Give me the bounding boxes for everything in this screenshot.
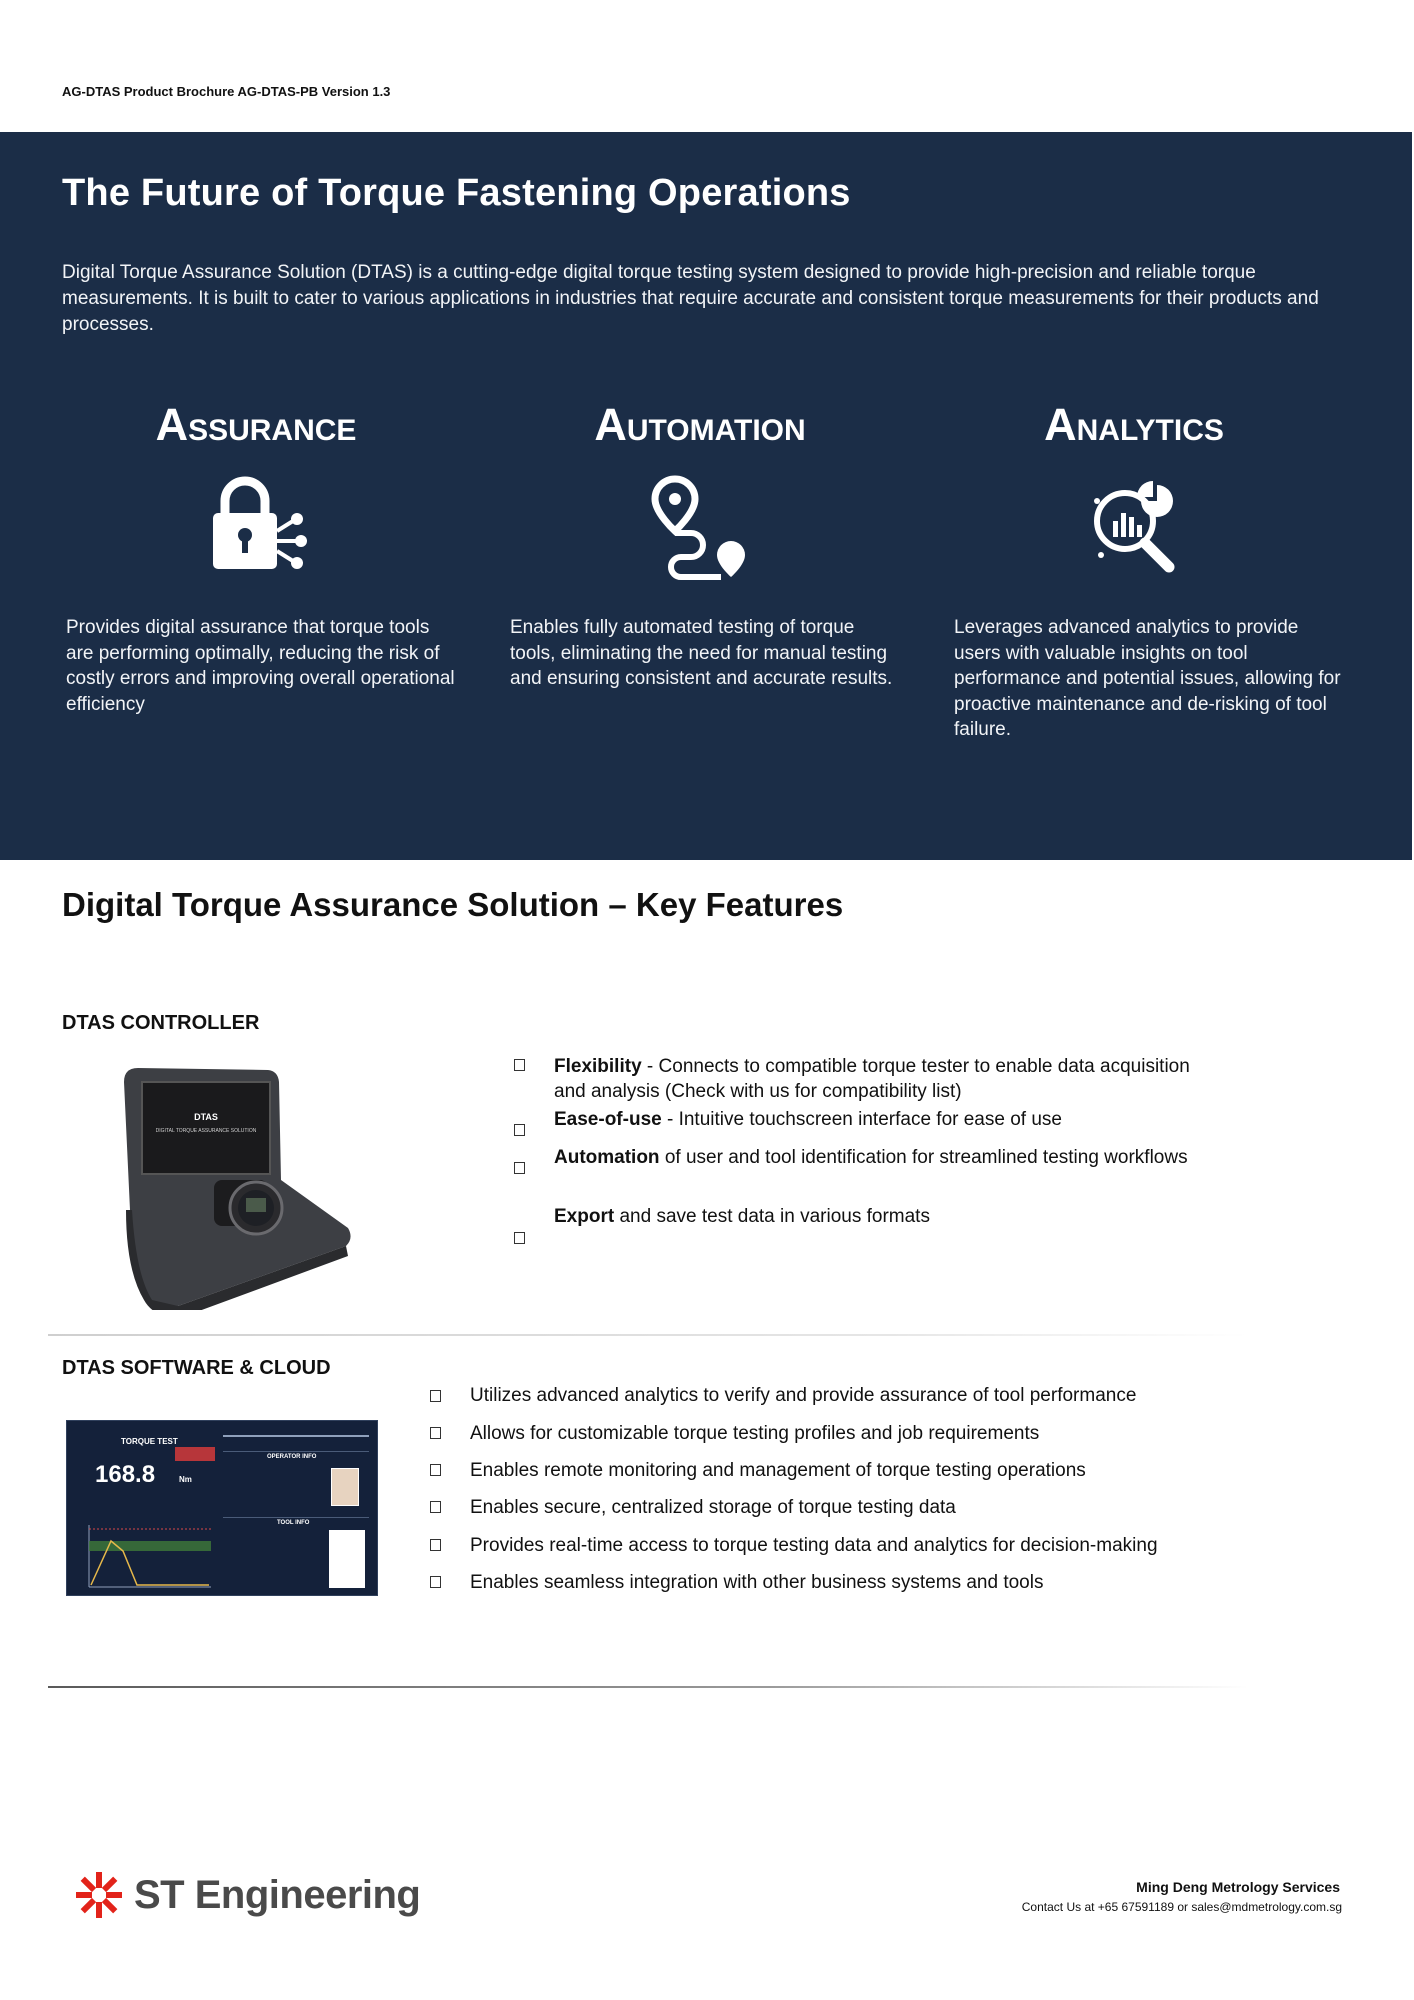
bullet-box-icon: [514, 1059, 525, 1071]
list-item: Flexibility - Connects to compatible tor…: [554, 1054, 1214, 1104]
hero-banner: The Future of Torque Fastening Operation…: [0, 132, 1412, 860]
pillar-automation: AUTOMATION Enables fully automated testi…: [500, 397, 900, 689]
hero-intro: Digital Torque Assurance Solution (DTAS)…: [62, 262, 1319, 335]
operator-panel-header: OPERATOR INFO: [267, 1454, 317, 1460]
footer-company-name: Ming Deng Metrology Services: [1136, 1879, 1340, 1895]
list-item: Ease-of-use - Intuitive touchscreen inte…: [554, 1107, 1214, 1132]
feature-keyword: Ease-of-use: [554, 1109, 662, 1130]
dashboard-status-badge: [175, 1447, 215, 1461]
feature-text: - Intuitive touchscreen interface for ea…: [661, 1109, 1062, 1130]
key-features-title: Digital Torque Assurance Solution – Key …: [62, 886, 844, 923]
controller-screen-subtitle: DIGITAL TORQUE ASSURANCE SOLUTION: [156, 1128, 257, 1134]
list-item: Allows for customizable torque testing p…: [470, 1423, 1040, 1444]
list-item: Enables secure, centralized storage of t…: [470, 1497, 956, 1518]
pillar-title-rest: UTOMATION: [626, 414, 806, 447]
list-item: Utilizes advanced analytics to verify an…: [470, 1385, 1137, 1406]
pillar-title-cap: A: [1044, 399, 1077, 450]
padlock-network-icon: [213, 476, 307, 569]
bullet-box-icon: [430, 1427, 441, 1439]
pillar-title-cap: A: [155, 399, 189, 450]
pillar-title: ANALYTICS: [934, 397, 1334, 453]
tool-panel: TOOL INFO: [223, 1517, 369, 1591]
feature-keyword: Flexibility: [554, 1056, 642, 1077]
st-engineering-logo: ST Engineering: [74, 1870, 421, 1920]
bullet-box-icon: [514, 1232, 525, 1244]
software-dashboard-image: TORQUE TEST 168.8 Nm OPERATOR INFO TOOL …: [66, 1420, 378, 1596]
pillar-analytics: ANALYTICS Leverages advanced analytics t…: [934, 397, 1341, 740]
pillar-title-cap: A: [594, 399, 627, 450]
route-pin-icon: [651, 475, 745, 580]
feature-text: and save test data in various formats: [614, 1206, 930, 1227]
document-header: AG-DTAS Product Brochure AG-DTAS-PB Vers…: [62, 84, 391, 99]
controller-heading: DTAS CONTROLLER: [62, 1012, 260, 1034]
feature-keyword: Automation: [554, 1147, 660, 1168]
feature-text: of user and tool identification for stre…: [659, 1147, 1188, 1168]
bullet-box-icon: [514, 1124, 525, 1136]
list-item: Provides real-time access to torque test…: [470, 1535, 1158, 1556]
pillar-title: ASSURANCE: [56, 397, 456, 453]
bullet-box-icon: [430, 1390, 441, 1402]
pillar-description: Enables fully automated testing of torqu…: [510, 617, 893, 689]
dashboard-progress-steps: [223, 1435, 369, 1437]
dashboard-torque-unit: Nm: [179, 1475, 192, 1484]
list-item: Enables remote monitoring and management…: [470, 1460, 1086, 1481]
torque-curve-graph: [88, 1525, 211, 1588]
feature-keyword: Export: [554, 1206, 615, 1227]
pillar-assurance: ASSURANCE Provides digital assurance tha…: [56, 397, 456, 715]
operator-avatar: [331, 1468, 359, 1506]
tool-panel-header: TOOL INFO: [277, 1520, 310, 1526]
logo-wordmark: ST Engineering: [134, 1872, 421, 1917]
dashboard-title: TORQUE TEST: [121, 1437, 178, 1446]
pillar-title: AUTOMATION: [500, 397, 900, 453]
pillar-title-rest: SSURANCE: [188, 414, 357, 447]
list-item: Export and save test data in various for…: [554, 1204, 1214, 1229]
torque-tester-image: [214, 1180, 284, 1236]
bullet-box-icon: [430, 1576, 441, 1588]
pillar-description: Leverages advanced analytics to provide …: [954, 617, 1341, 740]
list-item: Enables seamless integration with other …: [470, 1572, 1044, 1593]
feature-text: - Connects to compatible torque tester t…: [554, 1056, 1190, 1102]
tool-photo: [329, 1530, 365, 1588]
operator-panel: OPERATOR INFO: [223, 1451, 369, 1513]
analytics-magnifier-icon: [1094, 481, 1175, 573]
controller-screen-title: DTAS: [194, 1112, 218, 1122]
pillar-title-rest: NALYTICS: [1076, 414, 1224, 447]
footer-contact: Contact Us at +65 67591189 or sales@mdme…: [1021, 1900, 1342, 1914]
bullet-box-icon: [430, 1464, 441, 1476]
hero-title: The Future of Torque Fastening Operation…: [62, 172, 851, 214]
section-divider: [48, 1334, 1248, 1336]
bullet-box-icon: [514, 1162, 525, 1174]
controller-device-image: DTAS DIGITAL TORQUE ASSURANCE SOLUTION: [124, 1068, 351, 1310]
st-engineering-star-icon: [76, 1872, 122, 1918]
section-divider: [48, 1686, 1248, 1688]
pillar-description: Provides digital assurance that torque t…: [66, 617, 455, 715]
dashboard-torque-value: 168.8: [95, 1461, 156, 1488]
software-heading: DTAS SOFTWARE & CLOUD: [62, 1357, 331, 1379]
bullet-box-icon: [430, 1501, 441, 1513]
list-item: Automation of user and tool identificati…: [554, 1145, 1214, 1171]
bullet-box-icon: [430, 1539, 441, 1551]
